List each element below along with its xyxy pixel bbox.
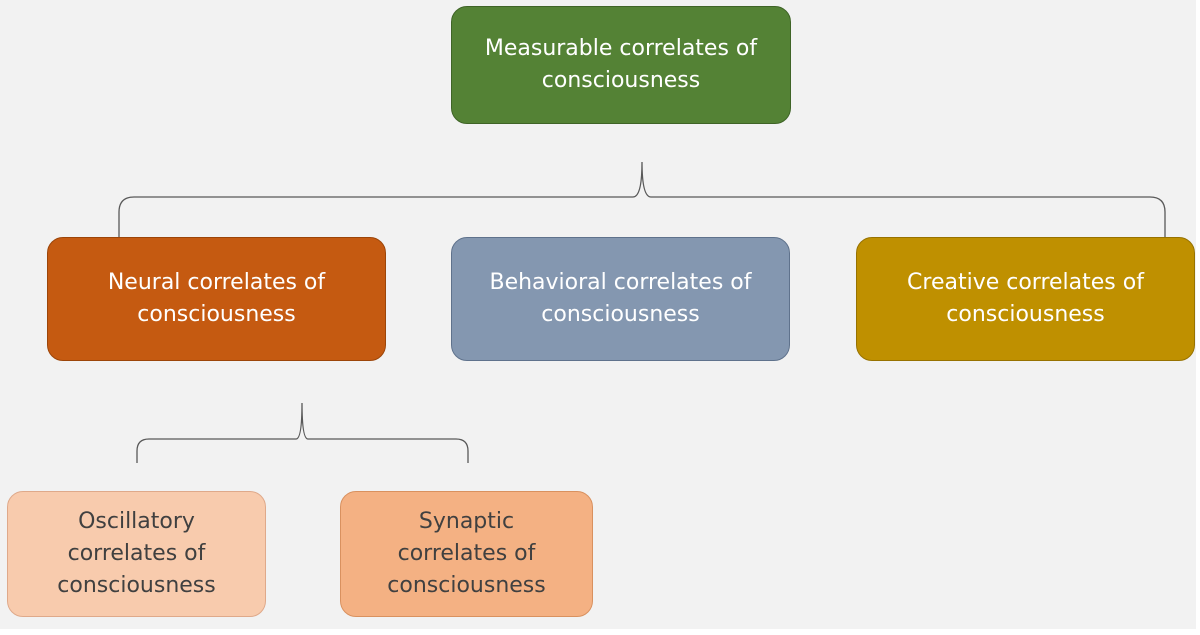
node-neural-correlates: Neural correlates of consciousness xyxy=(47,237,386,361)
node-label: Neural correlates of consciousness xyxy=(107,270,326,327)
node-synaptic-correlates: Synaptic correlates of consciousness xyxy=(340,491,593,617)
node-behavioral-correlates: Behavioral correlates of consciousness xyxy=(451,237,790,361)
node-label: Synaptic correlates of consciousness xyxy=(387,509,546,598)
node-label: Creative correlates of consciousness xyxy=(907,270,1144,327)
node-label: Oscillatory correlates of consciousness xyxy=(57,509,216,598)
node-oscillatory-correlates: Oscillatory correlates of consciousness xyxy=(7,491,266,617)
node-label: Measurable correlates of consciousness xyxy=(484,36,758,93)
brace-connector-top xyxy=(118,161,1166,237)
node-measurable-correlates: Measurable correlates of consciousness xyxy=(451,6,791,124)
node-creative-correlates: Creative correlates of consciousness xyxy=(856,237,1195,361)
node-label: Behavioral correlates of consciousness xyxy=(489,270,752,327)
brace-connector-neural xyxy=(136,402,469,463)
